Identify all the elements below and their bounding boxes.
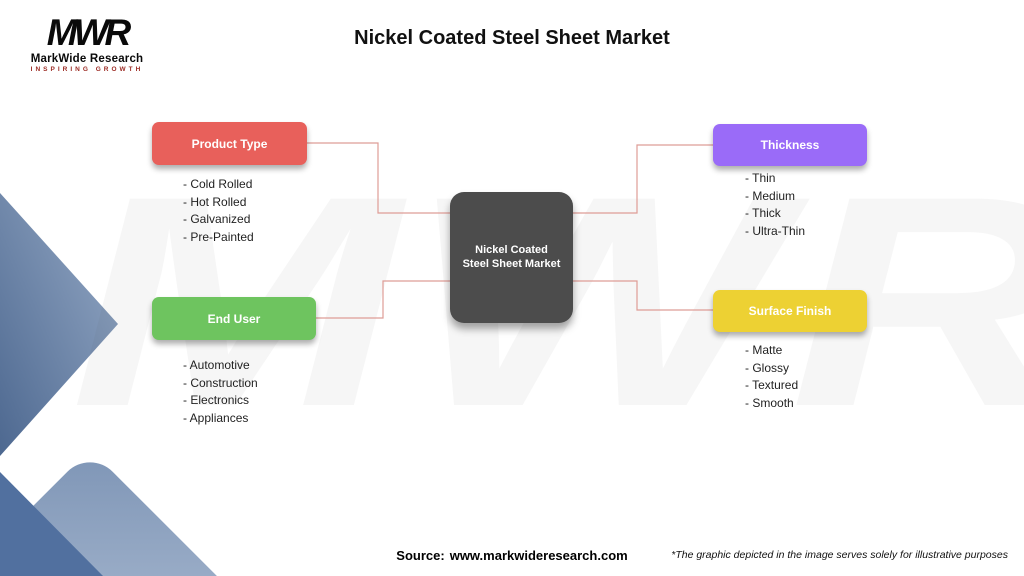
logo-tagline: INSPIRING GROWTH bbox=[30, 66, 144, 73]
connector-end-user bbox=[316, 280, 450, 319]
segment-items-end-user: Automotive Construction Electronics Appl… bbox=[183, 357, 258, 427]
center-node-label: Nickel Coated Steel Sheet Market bbox=[462, 243, 561, 270]
source-label: Source: bbox=[396, 548, 445, 563]
connector-thickness bbox=[573, 144, 713, 214]
segment-item: Hot Rolled bbox=[183, 194, 254, 212]
bottom-left-corner-shape bbox=[0, 472, 103, 576]
segment-item: Cold Rolled bbox=[183, 176, 254, 194]
segment-box-end-user: End User bbox=[152, 297, 316, 340]
left-triangle-shape bbox=[0, 193, 118, 456]
segment-item: Electronics bbox=[183, 392, 258, 410]
source-url: www.markwideresearch.com bbox=[449, 548, 628, 563]
segment-label-product-type: Product Type bbox=[191, 136, 268, 151]
segment-item: Appliances bbox=[183, 410, 258, 428]
segment-box-product-type: Product Type bbox=[152, 122, 307, 165]
source-line: Source: www.markwideresearch.com bbox=[0, 548, 1024, 563]
segment-items-thickness: Thin Medium Thick Ultra-Thin bbox=[745, 170, 805, 240]
segment-item: Medium bbox=[745, 188, 805, 206]
logo-name: MarkWide Research bbox=[30, 53, 144, 65]
segment-item: Automotive bbox=[183, 357, 258, 375]
segment-item: Pre-Painted bbox=[183, 229, 253, 247]
segment-item: Thin bbox=[745, 170, 805, 188]
segment-item: Construction bbox=[183, 375, 257, 393]
logo-acronym: MWR bbox=[46, 12, 131, 53]
segment-label-thickness: Thickness bbox=[760, 138, 820, 152]
segment-box-surface-finish: Surface Finish bbox=[713, 290, 867, 332]
connector-product-type bbox=[307, 142, 450, 214]
page-title: Nickel Coated Steel Sheet Market bbox=[354, 27, 670, 49]
segment-item: Thick bbox=[745, 205, 805, 223]
segment-item: Ultra-Thin bbox=[745, 223, 805, 241]
segment-item: Galvanized bbox=[183, 211, 254, 229]
segment-items-surface-finish: Matte Glossy Textured Smooth bbox=[745, 342, 798, 412]
segment-item: Glossy bbox=[745, 360, 798, 378]
segment-item: Smooth bbox=[745, 395, 798, 413]
segment-label-end-user: End User bbox=[207, 311, 261, 326]
disclaimer-text: *The graphic depicted in the image serve… bbox=[671, 549, 1008, 561]
segment-item: Textured bbox=[745, 377, 798, 395]
center-node: Nickel Coated Steel Sheet Market bbox=[450, 192, 573, 323]
segment-items-product-type: Cold Rolled Hot Rolled Galvanized Pre-Pa… bbox=[183, 176, 254, 247]
markwide-logo: MWR MarkWide Research INSPIRING GROWTH bbox=[20, 14, 154, 73]
segment-label-surface-finish: Surface Finish bbox=[748, 304, 832, 318]
segment-item: Matte bbox=[745, 342, 798, 360]
connector-surface-finish bbox=[573, 280, 713, 311]
segment-box-thickness: Thickness bbox=[713, 124, 867, 166]
